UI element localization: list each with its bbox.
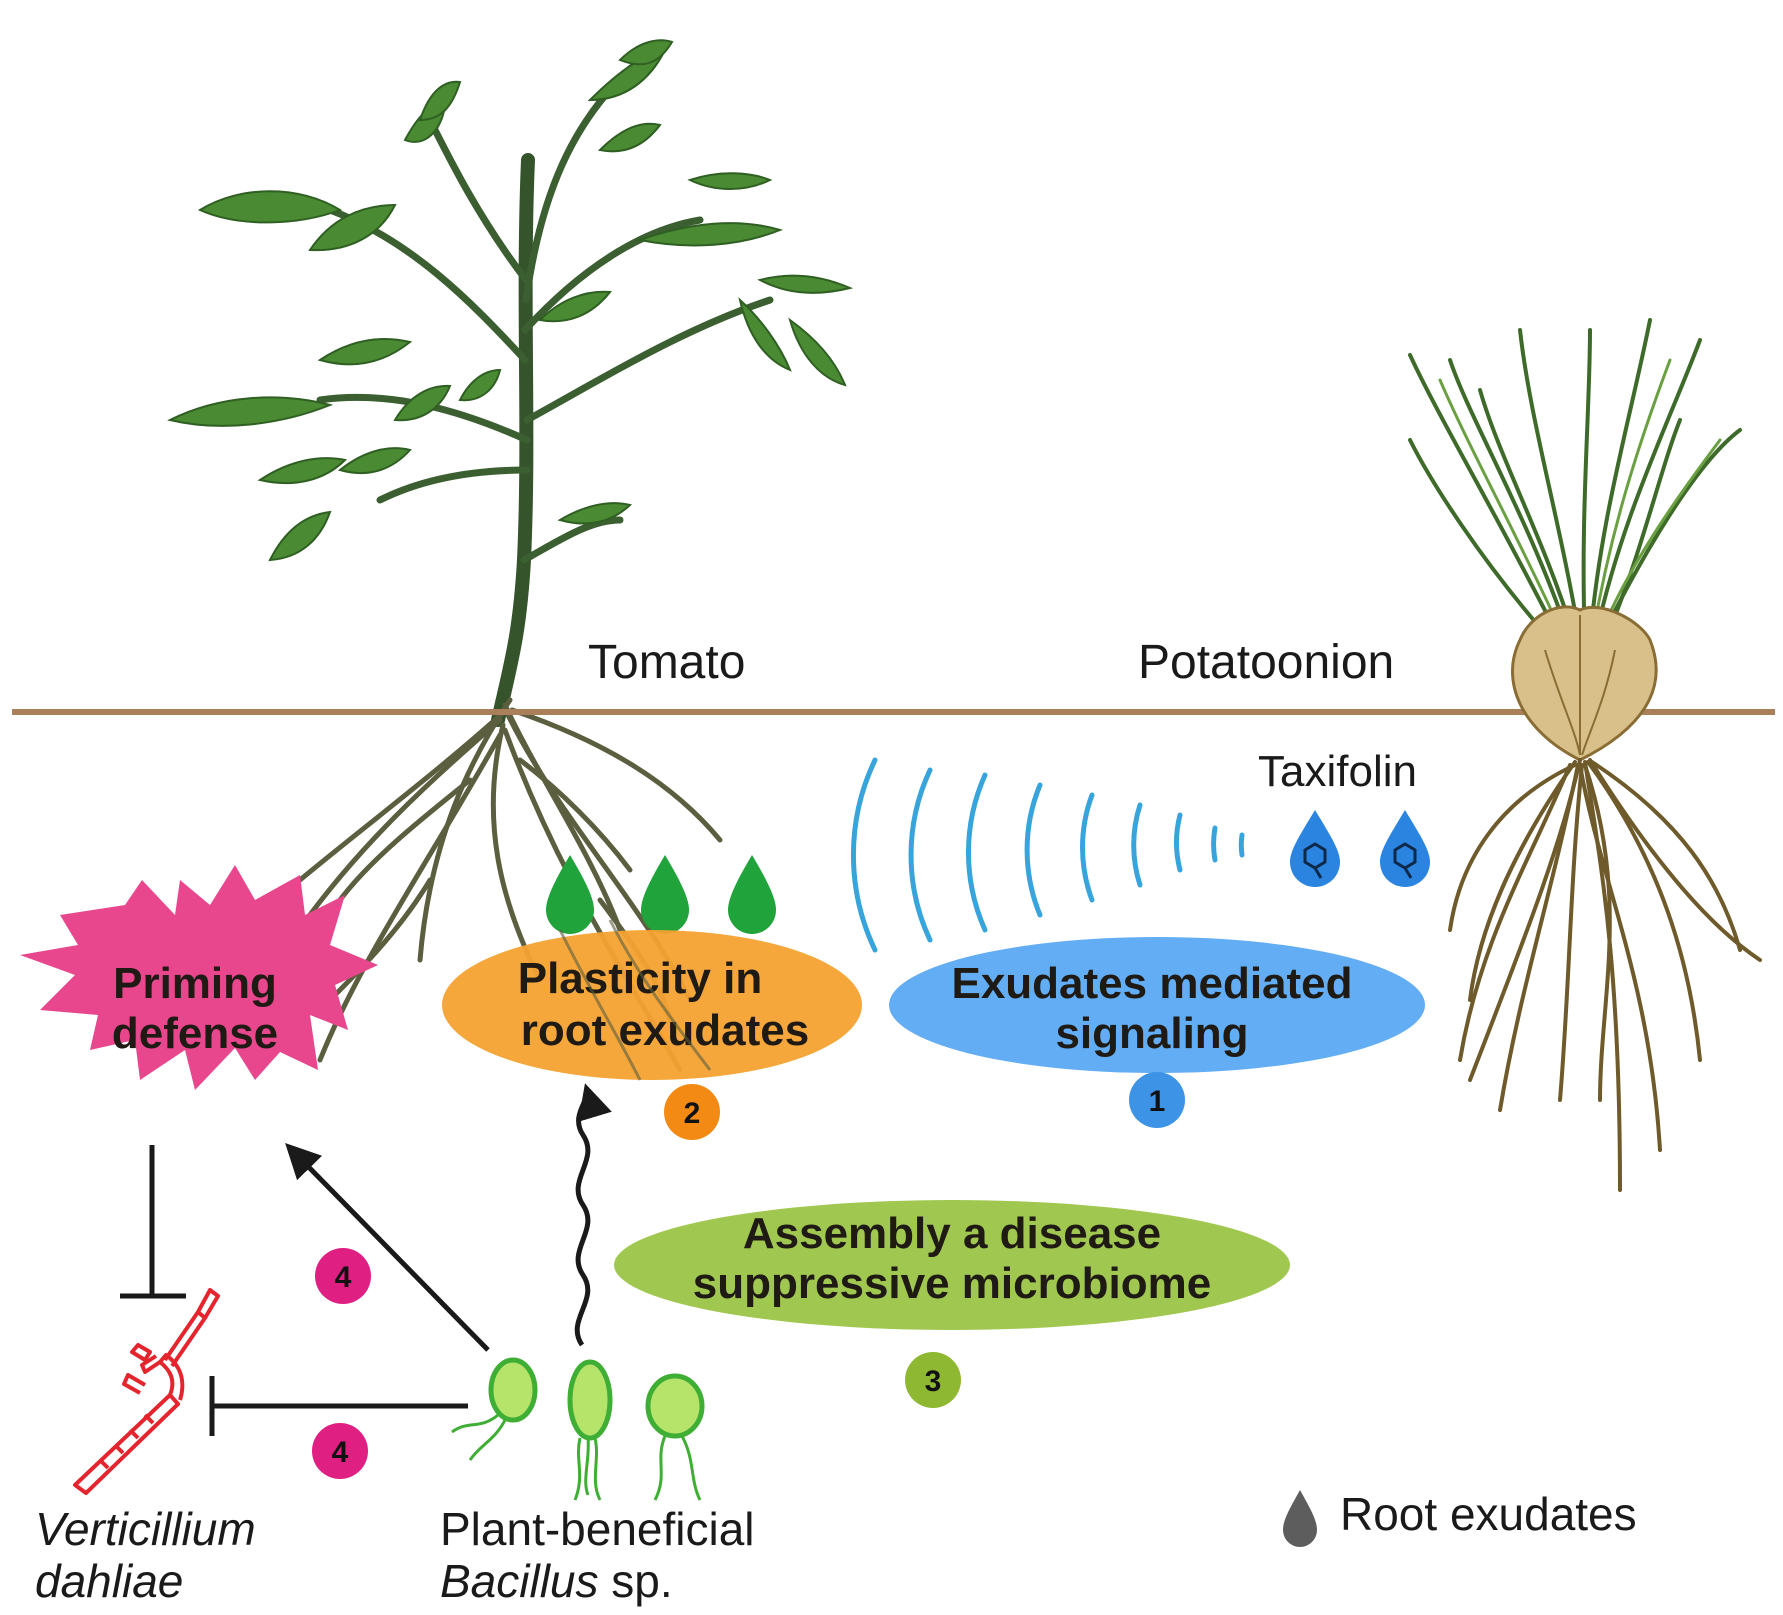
exudate-drop-icon xyxy=(728,855,776,934)
potatoonion-plant-icon xyxy=(1408,318,1762,1192)
bacillus-sp: sp. xyxy=(599,1555,673,1607)
inhibition-bar-icon xyxy=(209,1376,468,1436)
priming-defense-label-line2: defense xyxy=(112,1009,278,1058)
legend-root-exudates-label: Root exudates xyxy=(1340,1488,1637,1540)
svg-text:4: 4 xyxy=(332,1436,349,1469)
assembly-ellipse xyxy=(614,1200,1290,1330)
step-badge-3: 3 xyxy=(905,1352,961,1408)
step-badge-4-inhibition: 4 xyxy=(312,1423,368,1479)
exudate-drop-icon xyxy=(641,855,689,934)
svg-text:1: 1 xyxy=(1149,1085,1166,1118)
priming-defense-label-line1: Priming xyxy=(113,959,277,1008)
arrow-icon xyxy=(285,1143,490,1352)
assembly-label-line1: Assembly a disease xyxy=(743,1209,1161,1258)
bacillus-cell-icon xyxy=(645,1373,705,1501)
verticillium-label-line1: Verticillium xyxy=(35,1503,256,1555)
potatoonion-label: Potatoonion xyxy=(1138,636,1394,689)
taxifolin-drop-icon xyxy=(1290,810,1340,887)
bacillus-label-line1: Plant-beneficial xyxy=(440,1503,755,1555)
signaling-label-line2: signaling xyxy=(1055,1009,1248,1058)
signaling-ellipse xyxy=(889,937,1425,1073)
bacillus-cell-icon xyxy=(567,1359,613,1501)
svg-text:4: 4 xyxy=(335,1261,352,1294)
signal-wave-icon xyxy=(850,757,1245,953)
exudate-drop-icon xyxy=(546,855,594,934)
bacillus-label-line2: Bacillus sp. xyxy=(440,1555,673,1607)
svg-text:2: 2 xyxy=(684,1097,701,1130)
tomato-label: Tomato xyxy=(588,636,745,689)
step-badge-2: 2 xyxy=(664,1084,720,1140)
legend-drop-icon xyxy=(1283,1490,1317,1547)
priming-defense-shape xyxy=(20,865,378,1090)
bacillus-genus: Bacillus xyxy=(440,1555,599,1607)
taxifolin-drop-icon xyxy=(1380,810,1430,887)
arrow-icon xyxy=(574,1083,612,1347)
plasticity-label-line1: Plasticity in xyxy=(518,954,763,1003)
plasticity-ellipse xyxy=(442,930,862,1080)
verticillium-label-line2: dahliae xyxy=(35,1555,183,1607)
step-badge-4-priming: 4 xyxy=(315,1248,371,1304)
svg-text:3: 3 xyxy=(925,1365,942,1398)
verticillium-hypha-icon xyxy=(73,1288,220,1495)
bacillus-cell-icon xyxy=(451,1357,538,1461)
tomato-plant-icon xyxy=(167,39,854,1073)
assembly-label-line2: suppressive microbiome xyxy=(693,1259,1211,1308)
signaling-label-line1: Exudates mediated xyxy=(951,959,1352,1008)
plasticity-label-line2: root exudates xyxy=(521,1006,810,1055)
inhibition-bar-icon xyxy=(120,1145,186,1299)
taxifolin-label: Taxifolin xyxy=(1258,747,1417,796)
step-badge-1: 1 xyxy=(1129,1072,1185,1128)
